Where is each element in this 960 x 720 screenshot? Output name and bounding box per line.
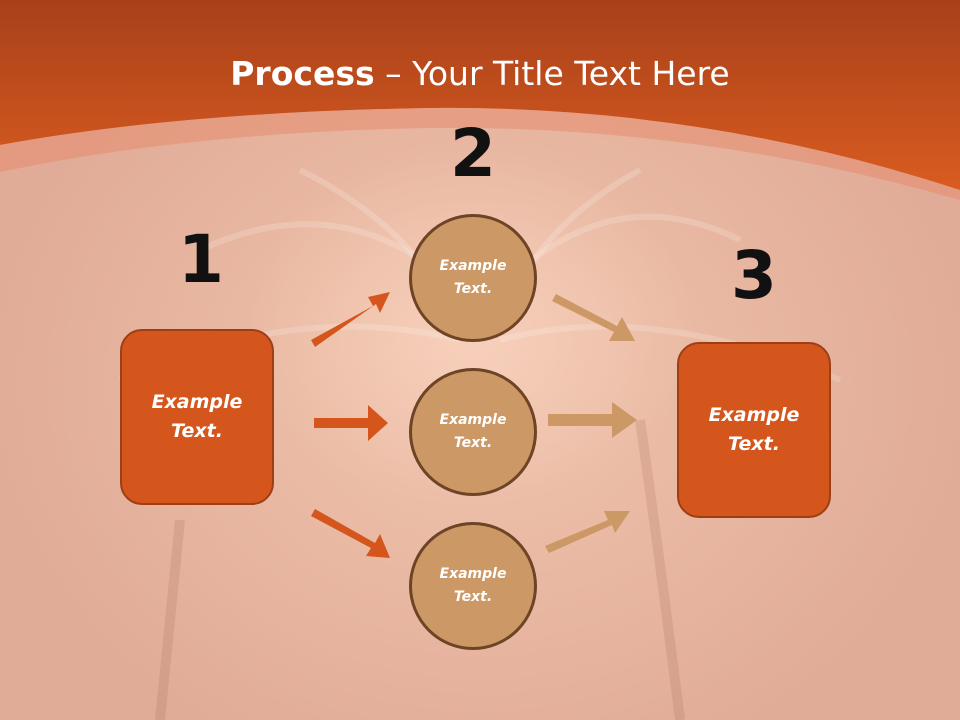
arrow-top-circle-to-3 bbox=[552, 294, 635, 341]
step-1-box: Example Text. bbox=[120, 329, 274, 505]
circle-bottom-text: Example Text. bbox=[439, 566, 507, 605]
title-bold: Process bbox=[230, 54, 375, 93]
arrow-1-to-top-circle bbox=[311, 292, 390, 347]
arrow-bottom-circle-to-3 bbox=[545, 511, 630, 553]
header-band bbox=[0, 0, 960, 200]
step-3-box: Example Text. bbox=[677, 342, 831, 518]
step-1-text: Example Text. bbox=[151, 391, 243, 442]
step-2-circle-top: Example Text. bbox=[409, 214, 537, 342]
arrow-1-to-bottom-circle bbox=[311, 509, 390, 558]
step-2-circle-middle: Example Text. bbox=[409, 368, 537, 496]
step-number-2: 2 bbox=[450, 115, 496, 192]
arrow-1-to-middle-circle bbox=[314, 405, 388, 441]
circle-middle-text: Example Text. bbox=[439, 412, 507, 451]
circle-top-text: Example Text. bbox=[439, 258, 507, 297]
title-rest: – Your Title Text Here bbox=[374, 54, 730, 93]
slide-title: Process – Your Title Text Here bbox=[0, 52, 960, 96]
step-number-1: 1 bbox=[178, 221, 224, 298]
step-3-text: Example Text. bbox=[708, 404, 800, 455]
step-2-circle-bottom: Example Text. bbox=[409, 522, 537, 650]
arrow-middle-circle-to-3 bbox=[548, 402, 637, 438]
step-number-3: 3 bbox=[731, 237, 777, 314]
